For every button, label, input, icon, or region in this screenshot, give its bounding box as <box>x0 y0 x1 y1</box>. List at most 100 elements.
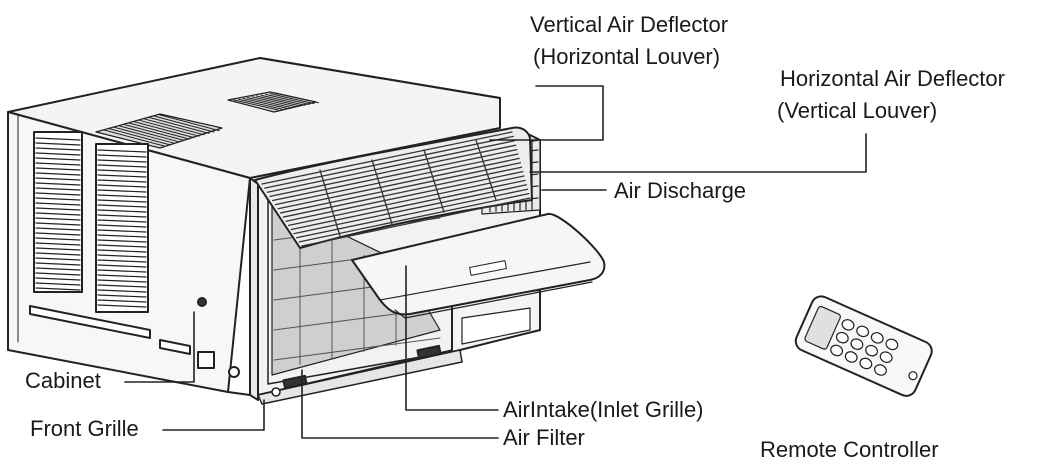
louver-slat <box>266 140 516 193</box>
top-vent-slat <box>138 119 200 137</box>
side-vent-slat <box>35 152 81 156</box>
side-vent-slat <box>97 264 147 268</box>
side-vent-slat <box>97 174 147 178</box>
side-vent-slat <box>35 172 81 176</box>
side-vent-slat <box>97 184 147 188</box>
side-vent-slat <box>35 192 81 196</box>
side-vent-slat <box>97 194 147 198</box>
label-remote-controller: Remote Controller <box>760 437 939 462</box>
side-vent-slat <box>35 167 81 171</box>
remote-button <box>885 338 899 351</box>
louver-slat <box>277 157 520 210</box>
label-horizontal-air-deflector: Horizontal Air Deflector <box>780 66 1005 91</box>
side-vent-slat <box>35 197 81 201</box>
remote-button <box>856 325 870 338</box>
top-vent-slat <box>103 129 165 147</box>
leader-lines <box>124 85 867 439</box>
side-vent-slat <box>97 249 147 253</box>
side-vent-slat <box>35 202 81 206</box>
louver-slat <box>298 192 530 243</box>
louver-slat <box>261 131 513 185</box>
cabinet-screw <box>197 297 207 307</box>
remote-button <box>879 351 893 363</box>
top-vent-slat <box>113 126 175 144</box>
side-vent-slat <box>97 289 147 293</box>
side-vent-slat <box>35 242 81 246</box>
louver-slat <box>274 153 519 206</box>
label-air-filter: Air Filter <box>503 425 585 450</box>
louver-rib <box>423 149 445 213</box>
side-vent-slat <box>35 207 81 211</box>
control-cover <box>461 307 531 345</box>
side-vent-slat <box>35 257 81 261</box>
base-tab <box>282 374 308 390</box>
top-vent-slat <box>256 95 301 107</box>
top-vent-slat <box>153 115 215 133</box>
remote-button <box>859 357 873 370</box>
cabinet-base <box>257 349 463 405</box>
side-vent-slat <box>35 287 81 291</box>
side-vent-slat <box>35 187 81 191</box>
side-vent-slat <box>97 199 147 203</box>
louver-rib <box>371 159 393 225</box>
side-vent-slat <box>35 142 81 146</box>
side-vent-slat <box>97 209 147 213</box>
side-vent-slat <box>97 294 147 298</box>
louver-slat <box>296 188 529 239</box>
top-vent-slat <box>242 97 288 109</box>
label-air-discharge: Air Discharge <box>614 178 747 203</box>
leader-front-grille <box>162 399 265 431</box>
side-vent-slat <box>35 262 81 266</box>
side-vent-slat <box>35 237 81 241</box>
side-vent-slat <box>35 232 81 236</box>
side-vent-slat <box>35 217 81 221</box>
label-vertical-louver: (Vertical Louver) <box>777 98 938 123</box>
base-tab <box>416 344 442 360</box>
top-vent-slat <box>247 97 292 109</box>
side-vent-slat <box>35 162 81 166</box>
side-vent-slat <box>97 229 147 233</box>
louver-slat <box>285 170 524 222</box>
top-vent-slat <box>238 98 283 110</box>
side-vent-slat <box>97 219 147 223</box>
louver-rib <box>475 139 497 201</box>
label-horizontal-louver: (Horizontal Louver) <box>533 44 721 69</box>
label-air-intake: AirIntake(Inlet Grille) <box>503 397 704 422</box>
front-grille-flap <box>254 126 606 319</box>
cabinet-latch <box>197 351 215 369</box>
label-cabinet: Cabinet <box>25 368 101 393</box>
leader-horizontal-deflector <box>529 133 867 173</box>
top-vent-slat <box>251 96 297 108</box>
side-vent-slat <box>97 304 147 308</box>
top-vent-slat <box>269 93 315 105</box>
leader-air-intake <box>405 265 499 411</box>
side-vent-slat <box>35 267 81 271</box>
side-vent-slat <box>97 189 147 193</box>
remote-button <box>865 344 879 357</box>
leader-cabinet <box>124 311 195 383</box>
louver-slat <box>290 179 526 231</box>
side-vent-slat <box>97 179 147 183</box>
side-vent-slat <box>35 157 81 161</box>
side-vent-slat <box>97 269 147 273</box>
remote-button <box>844 351 858 363</box>
louver-slat <box>301 197 531 247</box>
top-vent-slat <box>265 93 310 105</box>
side-vent-slat <box>35 177 81 181</box>
top-vent-slat <box>133 121 195 139</box>
cabinet-knob <box>228 366 240 378</box>
remote-button <box>874 364 887 376</box>
side-slot <box>159 339 191 355</box>
top-vent-slat <box>123 123 185 141</box>
remote-controller-illustration <box>794 295 933 397</box>
side-vent-slat <box>97 154 147 158</box>
side-vent-slat <box>35 147 81 151</box>
leader-air-filter <box>301 369 499 439</box>
side-vent-slat <box>97 214 147 218</box>
side-vent-slat <box>35 282 81 286</box>
side-vent-slat <box>97 204 147 208</box>
side-vent-slat <box>35 277 81 281</box>
label-front-grille: Front Grille <box>30 416 139 441</box>
louver-slat <box>264 135 514 189</box>
side-vent-slat <box>97 159 147 163</box>
